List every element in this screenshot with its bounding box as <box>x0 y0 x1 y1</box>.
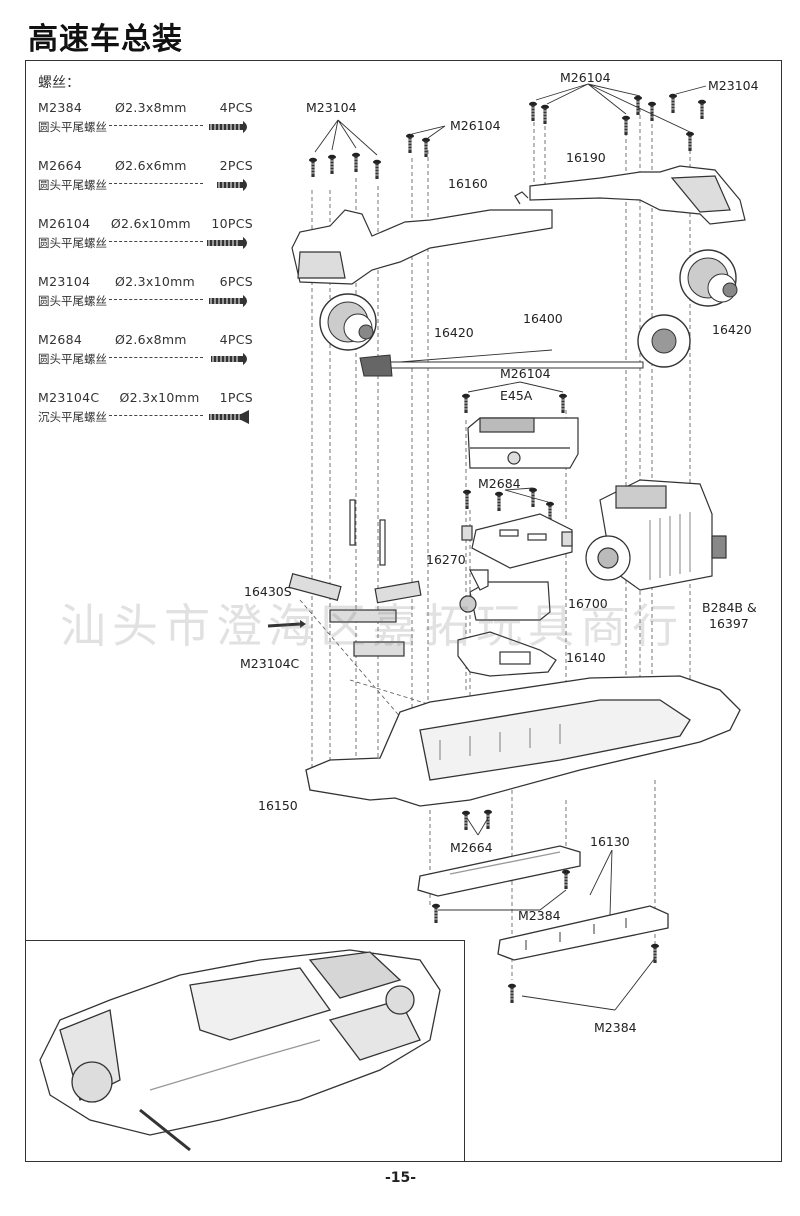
label-m26104: M26104 <box>500 366 551 381</box>
chassis-16150 <box>305 675 741 807</box>
screw-qty: 1PCS <box>219 390 253 405</box>
screw-code: M2384 <box>38 100 83 115</box>
screw-legend: 螺丝： M2384 Ø2.3x8mm 4PCS 圆头平尾螺丝 M2664 Ø2.6x6… <box>38 72 253 448</box>
label-16190: 16190 <box>566 150 606 165</box>
front-bulkhead-16160 <box>291 191 553 285</box>
label-m26104: M26104 <box>560 70 611 85</box>
screw-icon <box>209 121 247 133</box>
label-e45a: E45A <box>500 388 533 403</box>
label-16270: 16270 <box>426 552 466 567</box>
label-m26104: M26104 <box>450 118 501 133</box>
screw-qty: 10PCS <box>211 216 253 231</box>
label-16400: 16400 <box>523 311 563 326</box>
steering-linkage-16430s <box>288 499 422 657</box>
label-16130: 16130 <box>590 834 630 849</box>
screw-item: M23104C Ø2.3x10mm 1PCS 沉头平尾螺丝 <box>38 390 253 448</box>
screw-code: M26104 <box>38 216 91 231</box>
label-16420: 16420 <box>434 325 474 340</box>
label-m23104: M23104 <box>306 100 357 115</box>
screw-item: M2664 Ø2.6x6mm 2PCS 圆头平尾螺丝 <box>38 158 253 216</box>
screw-size: Ø2.6x10mm <box>110 216 191 231</box>
label-16150: 16150 <box>258 798 298 813</box>
rear-bulkhead-16190 <box>529 165 746 225</box>
screw-type: 圆头平尾螺丝 <box>38 352 107 366</box>
leader-lines <box>314 83 707 1011</box>
label-16140: 16140 <box>566 650 606 665</box>
screw-icon <box>207 237 247 249</box>
screw-type: 圆头平尾螺丝 <box>38 294 107 308</box>
screw-item: M2384 Ø2.3x8mm 4PCS 圆头平尾螺丝 <box>38 100 253 158</box>
front-plate-16130 <box>417 845 581 897</box>
label-m2684: M2684 <box>478 476 521 491</box>
label-m2384: M2384 <box>594 1020 637 1035</box>
screw-icon <box>211 353 247 365</box>
label-motor-16397: 16397 <box>709 616 749 631</box>
screw-item: M23104 Ø2.3x10mm 6PCS 圆头平尾螺丝 <box>38 274 253 332</box>
front-differential-16420 <box>319 293 377 351</box>
page-number: -15- <box>385 1170 417 1186</box>
screw-size: Ø2.3x8mm <box>114 100 187 115</box>
screw-size: Ø2.3x10mm <box>114 274 196 289</box>
page-title: 高速车总装 <box>28 22 183 57</box>
screw-qty: 6PCS <box>219 274 253 289</box>
servo-16700 <box>459 569 551 621</box>
screw-type: 圆头平尾螺丝 <box>38 120 107 134</box>
label-m23104c: M23104C <box>240 656 300 671</box>
screw-qty: 4PCS <box>219 332 253 347</box>
screw-code: M2664 <box>38 158 83 173</box>
esc-e45a <box>467 417 579 469</box>
label-m2384: M2384 <box>518 908 561 923</box>
assembled-chassis-illustration <box>39 949 441 1152</box>
rear-bumper-16130 <box>497 905 669 961</box>
screw-size: Ø2.6x6mm <box>114 158 187 173</box>
screw-code: M2684 <box>38 332 83 347</box>
motor-b284b <box>585 479 727 591</box>
screw-size: Ø2.3x10mm <box>119 390 200 405</box>
screw-qty: 2PCS <box>219 158 253 173</box>
screw-icon <box>217 179 247 191</box>
label-16430s: 16430S <box>244 584 292 599</box>
label-16160: 16160 <box>448 176 488 191</box>
screw-type: 圆头平尾螺丝 <box>38 236 107 250</box>
screw-qty: 4PCS <box>219 100 253 115</box>
screw-legend-heading: 螺丝： <box>38 75 80 91</box>
label-16420: 16420 <box>712 322 752 337</box>
screw-size: Ø2.6x8mm <box>114 332 187 347</box>
label-16700: 16700 <box>568 596 608 611</box>
label-m23104: M23104 <box>708 78 759 93</box>
countersunk-screw-icon <box>209 410 249 424</box>
screw-code: M23104C <box>38 390 100 405</box>
screw-type: 圆头平尾螺丝 <box>38 178 107 192</box>
screw-item: M26104 Ø2.6x10mm 10PCS 圆头平尾螺丝 <box>38 216 253 274</box>
assembled-view-box <box>25 940 465 1162</box>
motor-mount-16270 <box>461 513 573 569</box>
screw-code: M23104 <box>38 274 91 289</box>
label-motor-b284b: B284B & <box>702 600 757 615</box>
servo-mount-16140 <box>457 631 557 677</box>
label-m2664: M2664 <box>450 840 493 855</box>
rear-differential-16420 <box>679 249 738 307</box>
screw-icon <box>209 295 247 307</box>
watermark-text: 汕头市澄海区嘉拓玩具商行 <box>60 599 684 653</box>
screw-item: M2684 Ø2.6x8mm 4PCS 圆头平尾螺丝 <box>38 332 253 390</box>
screw-type: 沉头平尾螺丝 <box>38 410 107 424</box>
drive-shaft-16400 <box>359 314 691 377</box>
countersunk-screw-m23104c <box>267 620 306 628</box>
